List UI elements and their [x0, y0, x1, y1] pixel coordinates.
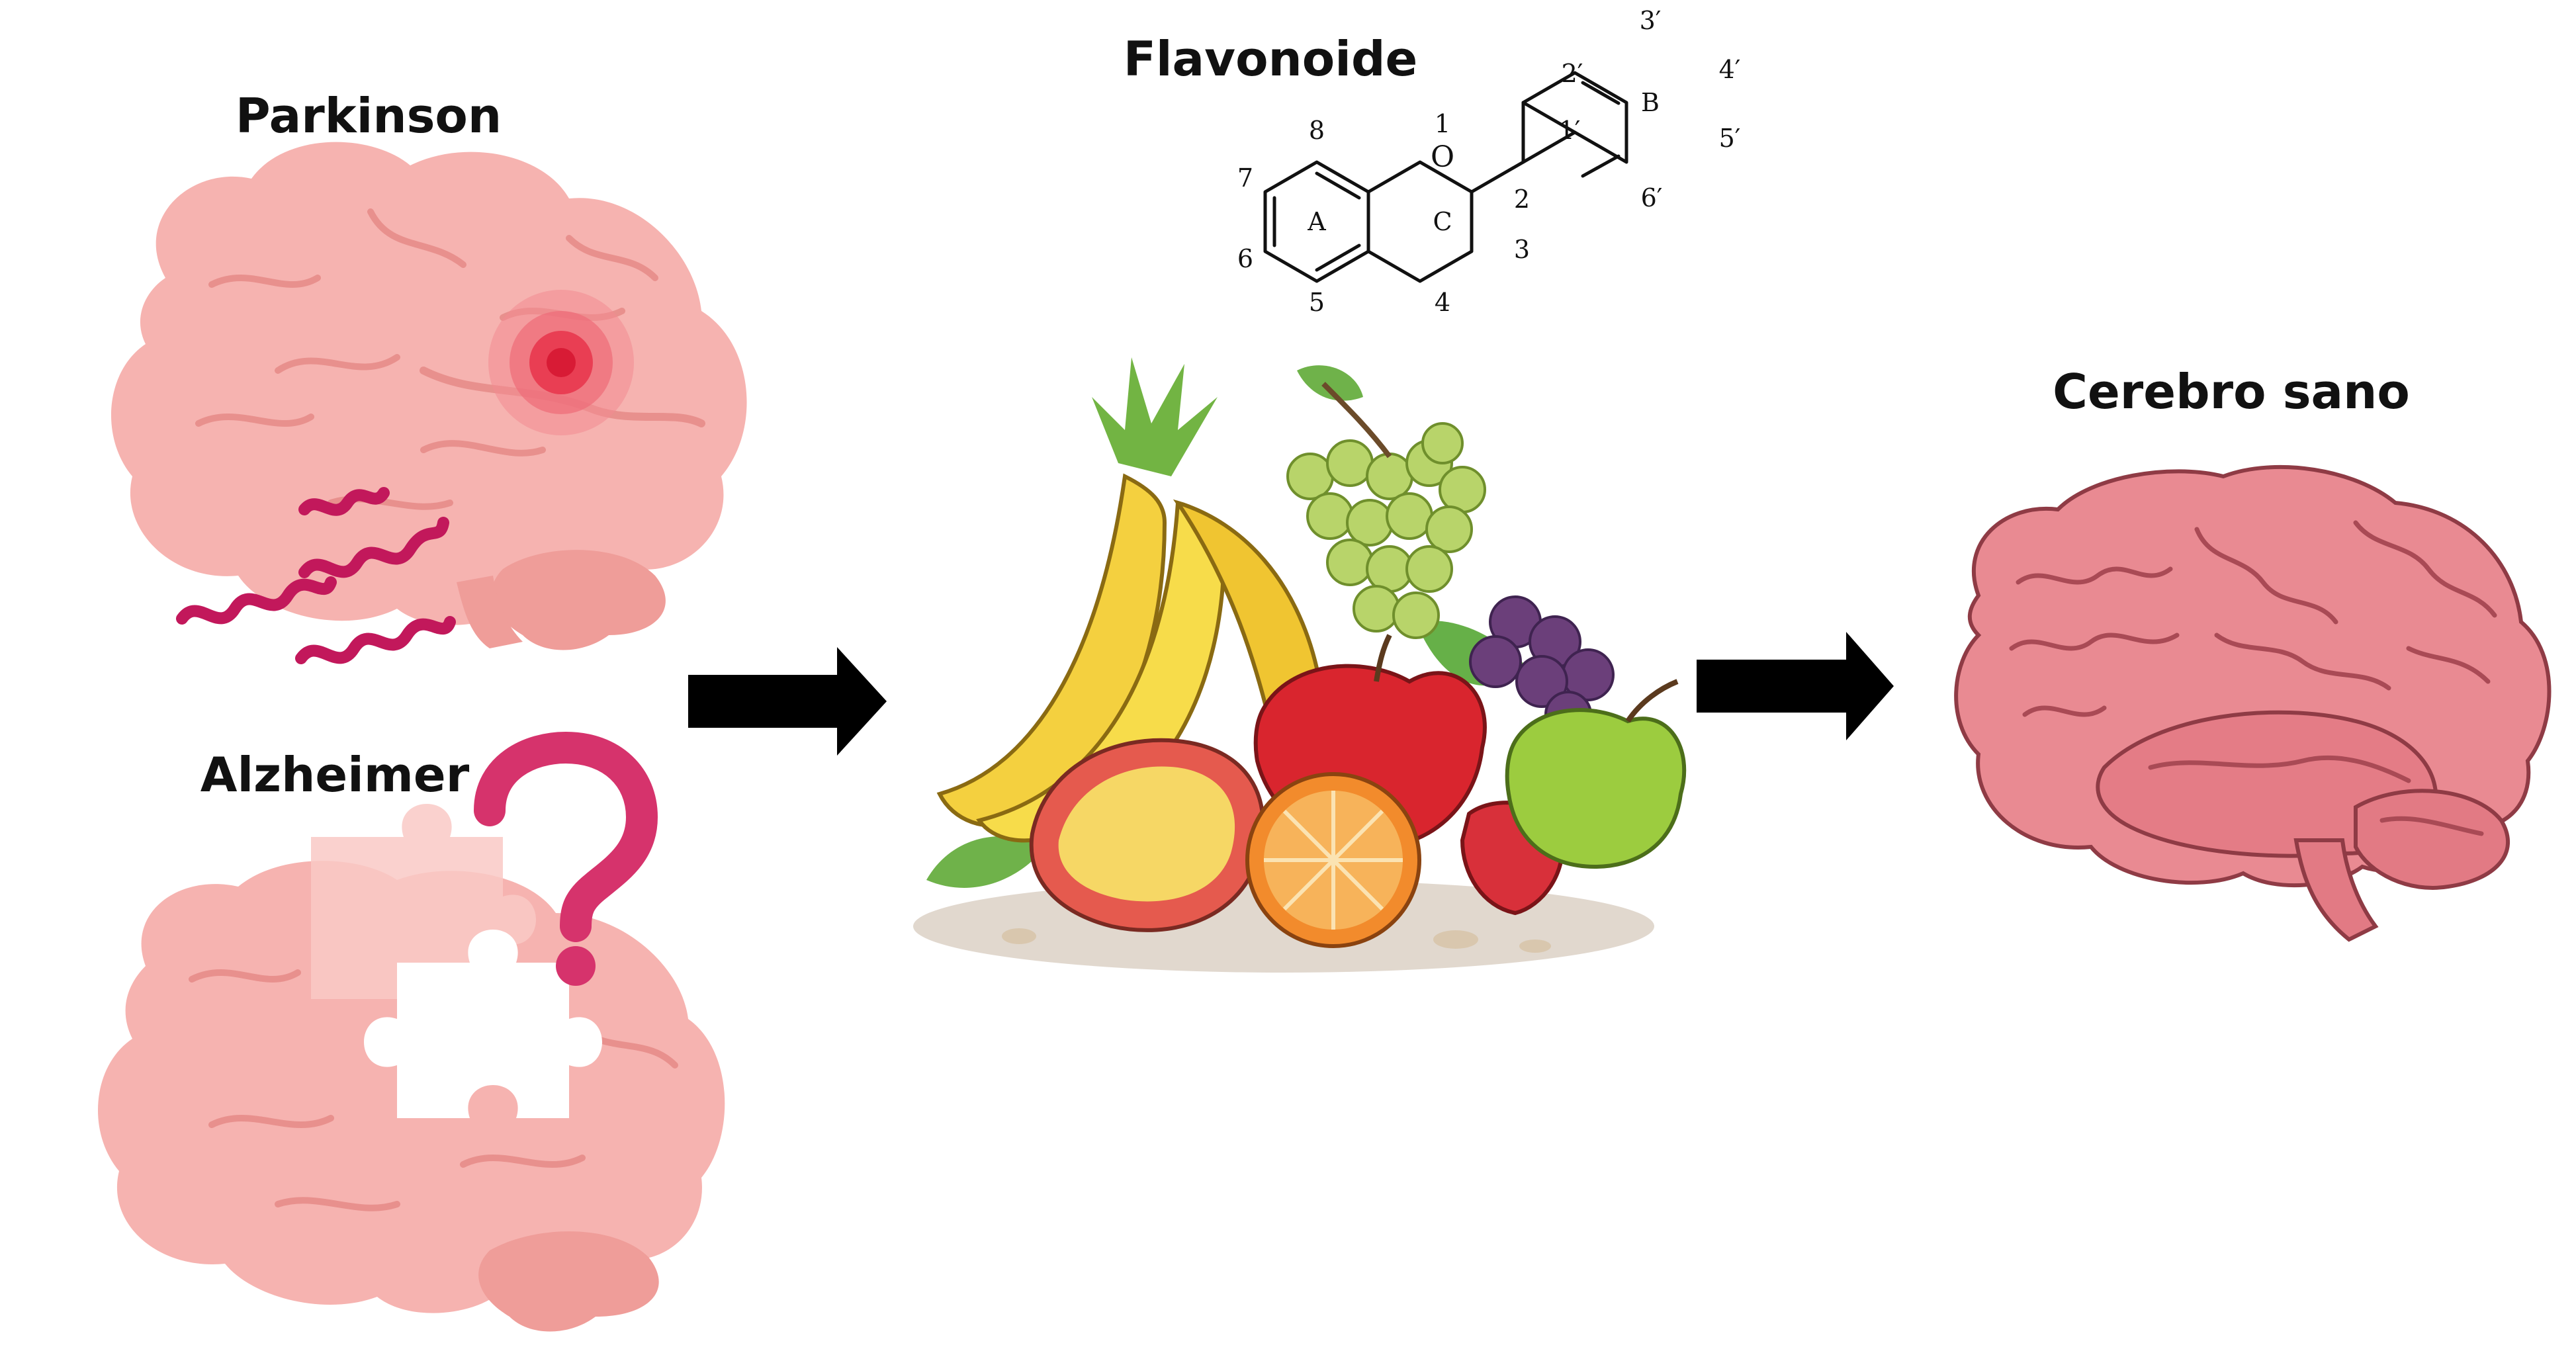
position-label: 8	[1309, 116, 1325, 145]
position-label: 6	[1237, 244, 1253, 273]
fruit-pile-icon	[913, 357, 1687, 973]
tremor-icon	[176, 487, 456, 664]
question-mark-icon	[474, 731, 658, 986]
position-label: 1	[1435, 109, 1450, 138]
puzzle-icon	[311, 804, 602, 1118]
parkinson-title: Parkinson	[236, 88, 502, 144]
position-label: 2	[1514, 185, 1530, 214]
position-label: 2′	[1562, 59, 1583, 88]
ring-label-a: A	[1307, 207, 1326, 236]
position-label: 5	[1309, 288, 1325, 317]
ring-label-c: C	[1433, 207, 1452, 236]
position-label: 1′	[1559, 116, 1581, 145]
position-label: 3	[1514, 235, 1530, 264]
flavonoid-labels: O A C B 1 2 3 4 5 6 7 8 1′ 2′ 3′ 4′ 5′ 6…	[1237, 6, 1741, 317]
flavonoide-title: Flavonoide	[1124, 31, 1418, 87]
alzheimer-title: Alzheimer	[200, 747, 470, 803]
arrow-right-icon	[1697, 632, 1894, 740]
position-label: 6′	[1641, 183, 1663, 212]
position-label: 5′	[1719, 124, 1741, 153]
position-label: 4	[1435, 288, 1450, 317]
healthy-brain-icon	[1954, 464, 2552, 942]
oxygen-label: O	[1431, 140, 1454, 174]
position-label: 3′	[1640, 6, 1662, 35]
ring-label-b: B	[1641, 88, 1660, 117]
arrow-right-icon	[688, 647, 887, 756]
position-label: 4′	[1719, 55, 1741, 84]
parkinson-brain-icon	[111, 142, 747, 650]
healthy-brain-title: Cerebro sano	[2053, 364, 2410, 419]
flavonoid-structure-icon	[1263, 71, 1628, 283]
position-label: 7	[1237, 163, 1253, 193]
